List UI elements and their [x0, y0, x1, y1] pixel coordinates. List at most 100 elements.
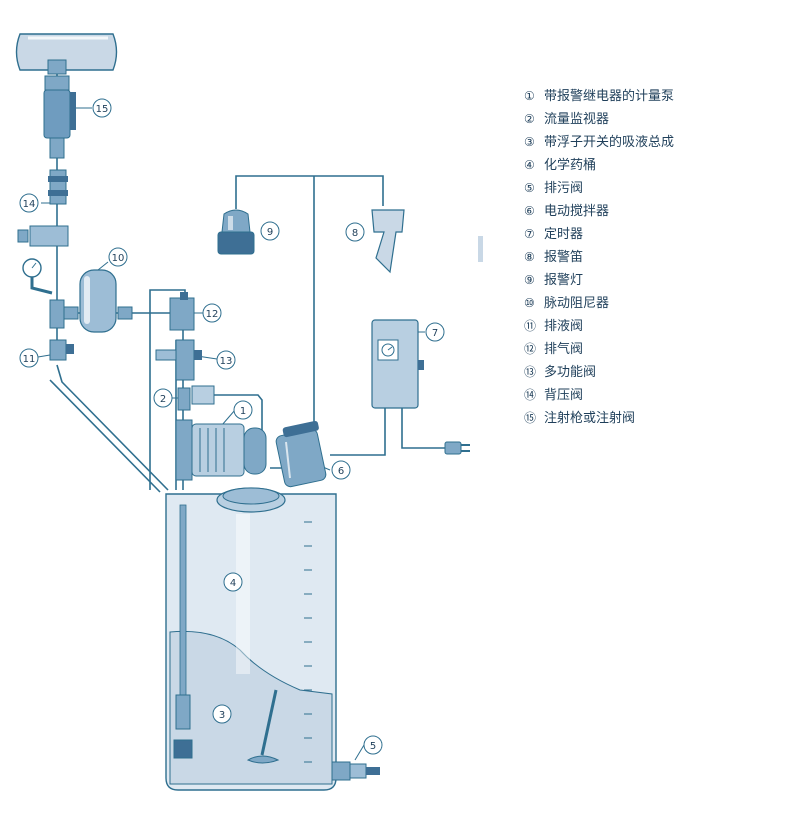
callout-2: 2: [153, 388, 173, 408]
legend-item: ⑬ 多功能阀: [524, 362, 674, 385]
timer-wire-plug: [401, 408, 445, 449]
callout-14: 14: [19, 193, 39, 213]
leader-10: [97, 261, 109, 271]
legend-label: 电动搅拌器: [544, 204, 610, 219]
flow-monitor: [177, 385, 215, 411]
svg-text:5: 5: [370, 741, 376, 752]
callout-4: 4: [223, 572, 243, 592]
legend-number: ⑥: [524, 204, 535, 218]
vent-and-multifunction-valves: [117, 292, 202, 381]
callout-1: 1: [233, 400, 253, 420]
legend-label: 注射枪或注射阀: [544, 411, 636, 426]
legend-item: ⑨ 报警灯: [524, 270, 674, 293]
svg-text:11: 11: [23, 354, 36, 365]
callout-15: 15: [92, 98, 112, 118]
legend-label: 排液阀: [544, 319, 584, 334]
legend-label: 带报警继电器的计量泵: [544, 89, 675, 104]
legend-item: ⑧ 报警笛: [524, 247, 674, 270]
pressure-gauge: [22, 258, 53, 295]
svg-text:3: 3: [219, 710, 225, 721]
alarm-horn: [371, 209, 405, 274]
svg-text:2: 2: [160, 394, 166, 405]
legend-label: 定时器: [544, 227, 584, 242]
svg-text:10: 10: [112, 253, 125, 264]
legend-item: ⑮ 注射枪或注射阀: [524, 408, 674, 431]
legend-item: ⑦ 定时器: [524, 224, 674, 247]
legend-number: ⑧: [524, 250, 535, 264]
timer-box: [371, 319, 424, 409]
callout-3: 3: [212, 704, 232, 724]
svg-text:9: 9: [267, 227, 273, 238]
legend-number: ⑦: [524, 227, 535, 241]
legend-item: ⑪ 排液阀: [524, 316, 674, 339]
legend-label: 流量监视器: [544, 112, 610, 127]
legend-item: ⑩ 脉动阻尼器: [524, 293, 674, 316]
callout-9: 9: [260, 221, 280, 241]
electric-mixer: [275, 420, 327, 488]
legend-number: ⑨: [524, 273, 535, 287]
svg-text:12: 12: [206, 309, 219, 320]
decorative-bar: [478, 236, 483, 262]
drain-valve: [331, 761, 380, 781]
callout-8: 8: [345, 222, 365, 242]
injection-valve: [43, 75, 76, 159]
injection-pipe-header: [15, 33, 118, 75]
pulsation-damper: [79, 269, 117, 333]
legend-number: ⑮: [524, 411, 537, 425]
legend-number: ⑭: [524, 388, 537, 402]
metering-pump: [175, 419, 267, 481]
legend-item: ② 流量监视器: [524, 109, 674, 132]
legend-item: ⑥ 电动搅拌器: [524, 201, 674, 224]
svg-text:7: 7: [432, 328, 438, 339]
legend-label: 背压阀: [544, 388, 584, 403]
callout-7: 7: [425, 322, 445, 342]
legend-number: ④: [524, 158, 535, 172]
drain-line-2: [49, 379, 161, 493]
timer-wire-mixer: [330, 408, 386, 456]
legend-label: 报警笛: [544, 250, 584, 265]
callout-5: 5: [363, 735, 383, 755]
svg-text:6: 6: [338, 466, 344, 477]
alarm-lamp: [217, 209, 255, 255]
leader-5: [354, 744, 365, 761]
power-plug: [444, 441, 470, 455]
main-line-fittings: [49, 299, 79, 361]
legend-label: 带浮子开关的吸液总成: [544, 135, 675, 150]
callout-11: 11: [19, 348, 39, 368]
legend-label: 排气阀: [544, 342, 584, 357]
legend-number: ⑪: [524, 319, 537, 333]
legend-number: ③: [524, 135, 535, 149]
legend-item: ⑭ 背压阀: [524, 385, 674, 408]
leader-11: [37, 354, 51, 358]
legend-label: 多功能阀: [544, 365, 597, 380]
legend-number: ⑩: [524, 296, 535, 310]
legend-number: ②: [524, 112, 535, 126]
callout-6: 6: [331, 460, 351, 480]
legend-item: ③ 带浮子开关的吸液总成: [524, 132, 674, 155]
drain-line: [56, 364, 169, 491]
callout-12: 12: [202, 303, 222, 323]
legend-label: 脉动阻尼器: [544, 296, 610, 311]
callout-13: 13: [216, 350, 236, 370]
chemical-tank: [165, 487, 337, 791]
legend-item: ④ 化学药桶: [524, 155, 674, 178]
legend-number: ①: [524, 89, 535, 103]
svg-text:1: 1: [240, 406, 246, 417]
legend-label: 化学药桶: [544, 158, 597, 173]
svg-text:15: 15: [96, 104, 109, 115]
legend-number: ⑬: [524, 365, 537, 379]
legend-item: ① 带报警继电器的计量泵: [524, 86, 674, 109]
alarm-wire-top: [235, 175, 384, 209]
legend-label: 排污阀: [544, 181, 584, 196]
legend-label: 报警灯: [544, 273, 584, 288]
leader-1: [221, 409, 236, 426]
svg-text:8: 8: [352, 228, 358, 239]
callout-markers: 1 2 3 4 5 6 7 8 9 10 11 12 13 14 15: [19, 98, 445, 755]
svg-text:13: 13: [220, 356, 233, 367]
svg-text:14: 14: [23, 199, 36, 210]
